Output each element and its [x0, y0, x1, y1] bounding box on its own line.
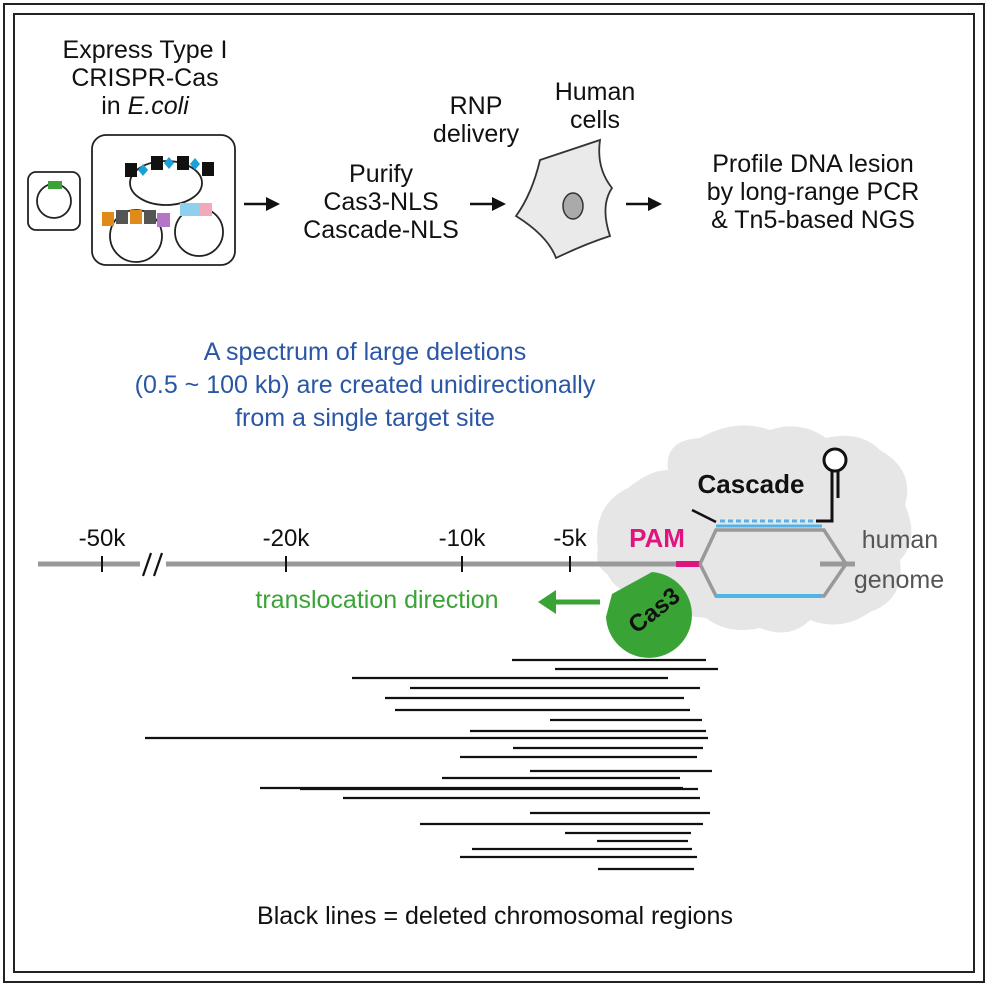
axis-ticks: [101, 556, 571, 572]
purify-step-label: Purify Cas3-NLS Cascade-NLS: [303, 160, 459, 244]
tick-label: -50k: [78, 525, 126, 552]
plasmid-box: [91, 134, 236, 266]
small-plasmid-box: [27, 171, 81, 231]
repeat-block-icon: [202, 162, 214, 176]
dna-top-strand: [698, 528, 848, 565]
human-cells-label: Human cells: [554, 78, 636, 134]
axis-break-icon: [141, 552, 164, 577]
genome-label: genome: [853, 566, 945, 594]
repeat-block-icon: [151, 156, 163, 170]
pam-label: PAM: [629, 523, 685, 553]
profile-step-label: Profile DNA lesion by long-range PCR & T…: [706, 150, 920, 234]
express-step-label: Express Type I CRISPR-Cas in E.coli: [62, 36, 228, 120]
small-plasmid-insert: [48, 181, 62, 189]
spacer-diamond-icon: [138, 164, 148, 176]
translocation-arrowhead-icon: [538, 590, 556, 614]
tick-label: -10k: [438, 525, 486, 552]
crrna-hairpin-stem: [816, 470, 834, 523]
workflow-arrows: [244, 197, 662, 211]
nls-block-icon: [200, 203, 212, 216]
crrna-hairpin-loop-icon: [822, 447, 848, 473]
cas-gene-block-icon: [144, 210, 156, 224]
cas-gene-block-icon: [130, 210, 142, 224]
outer-frame: [3, 3, 985, 983]
tick-label: -20k: [262, 525, 310, 552]
human-label: human: [861, 526, 939, 554]
cas-gene-block-icon: [102, 212, 114, 226]
legend-text: Black lines = deleted chromosomal region…: [257, 902, 733, 930]
deletion-lines: [145, 658, 718, 871]
spacer-diamond-icon: [164, 157, 174, 169]
summary-text: A spectrum of large deletions (0.5 ~ 100…: [134, 338, 596, 432]
repeat-block-icon: [177, 156, 189, 170]
inner-frame: [13, 13, 975, 973]
cas-gene-block-icon: [116, 210, 128, 224]
translocation-label: translocation direction: [255, 586, 499, 614]
tick-label: -5k: [553, 525, 587, 552]
cas3-gene-block-icon: [180, 203, 200, 216]
rnp-delivery-label: RNP delivery: [432, 92, 520, 148]
repeat-block-icon: [125, 163, 137, 177]
cas-gene-block-icon: [157, 213, 170, 227]
cas3-shape: [606, 572, 692, 658]
cascade-label: Cascade: [697, 469, 805, 499]
spacer-diamond-icon: [190, 158, 200, 170]
cascade-pointer: [691, 508, 717, 524]
cell-nucleus-icon: [562, 192, 584, 220]
